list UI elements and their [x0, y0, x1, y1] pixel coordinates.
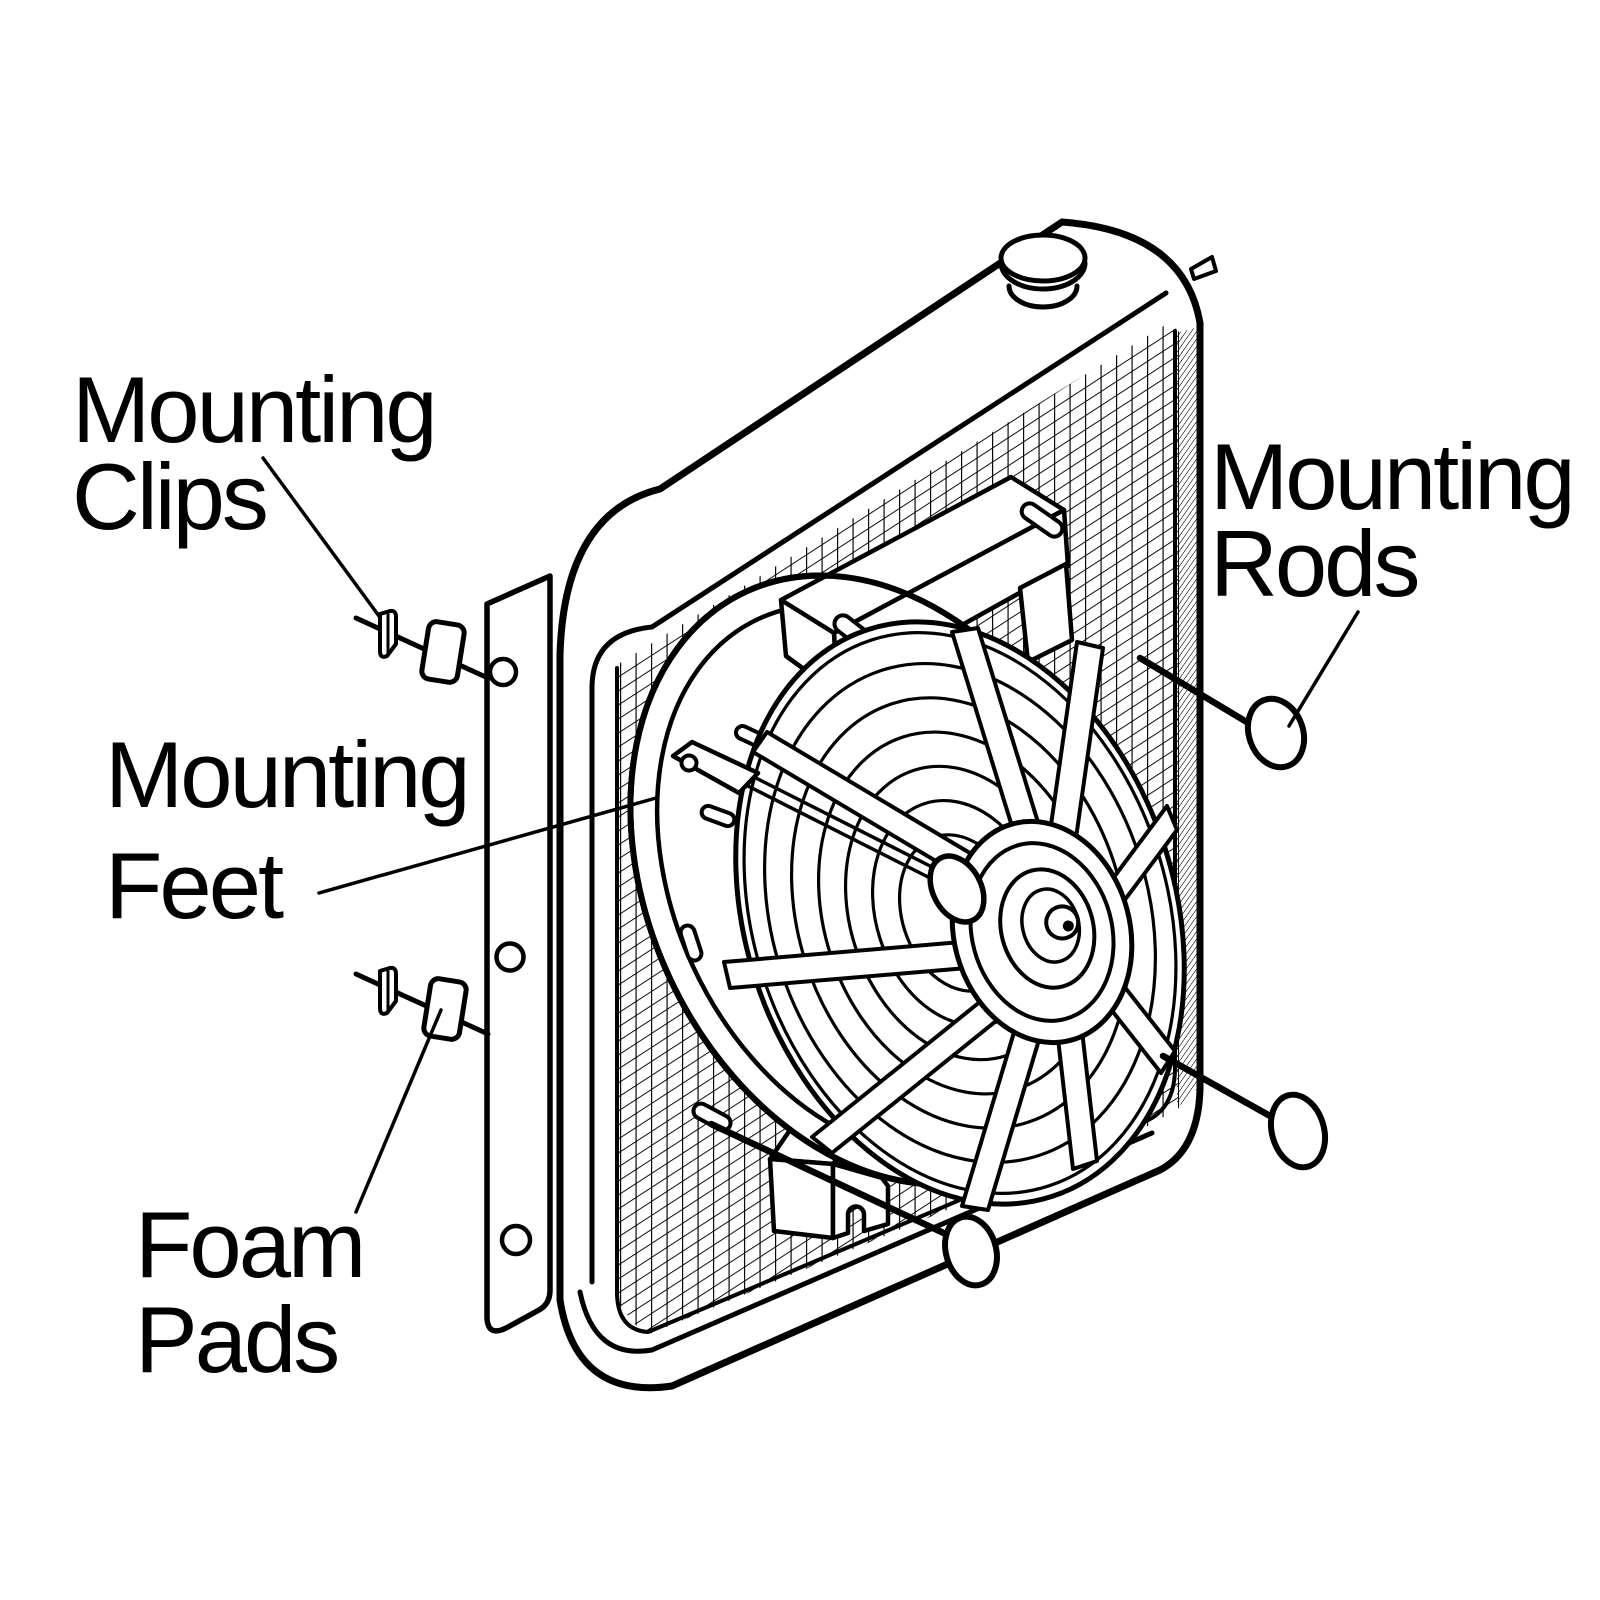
- rod-shaft-line-1: [744, 771, 938, 871]
- leader-foam-pads: [354, 1008, 443, 1214]
- bracket-hole-middle: [494, 941, 526, 973]
- foam-pad-upper: [419, 619, 467, 685]
- mounting-clip-lower: [378, 965, 398, 1016]
- mounting-clip-upper: [378, 608, 398, 659]
- radiator-inner-edge-top: [589, 290, 1169, 1285]
- tab-slot-right: [1019, 501, 1065, 539]
- foot-front-face: [767, 1156, 836, 1241]
- rod-bottom-end: [942, 1213, 1000, 1289]
- clip-pad-set-upper: [353, 608, 491, 685]
- rod-top-end: [1244, 695, 1308, 771]
- leader-mounting-rods: [1287, 610, 1360, 728]
- rod-middle-shaft: [1159, 1052, 1283, 1125]
- label-mounting-clips-line2: Clips: [72, 444, 266, 549]
- label-mounting-rods-line2: Rods: [1210, 511, 1417, 616]
- label-mounting-feet-line2: Feet: [105, 833, 284, 938]
- rod-shaft-line-2: [740, 781, 934, 881]
- rod-tip-hole: [679, 753, 699, 773]
- tab-right-post: [1017, 561, 1075, 665]
- rod-bottom-shaft: [707, 1120, 954, 1240]
- side-bracket: [484, 573, 553, 1334]
- leader-mounting-feet: [317, 796, 658, 895]
- radiator-inner-edge-bottom: [577, 1130, 1155, 1354]
- slot-4: [678, 923, 704, 963]
- bracket-hole-bottom: [499, 1223, 533, 1257]
- label-mounting-rods: Mounting Rods: [1210, 424, 1596, 616]
- label-foam-pads: Foam Pads: [135, 1192, 386, 1392]
- label-foam-pads-line1: Foam: [135, 1192, 363, 1297]
- rod-paddle-tip: [670, 739, 761, 796]
- rod-top-shaft: [1136, 654, 1259, 731]
- label-mounting-feet: Mounting Feet: [105, 722, 491, 938]
- rod-foot-disc: [927, 853, 987, 925]
- leader-mounting-clips: [261, 456, 381, 618]
- cap-neck: [1006, 283, 1080, 310]
- cap-top: [998, 232, 1088, 284]
- bracket-hole-top: [487, 656, 519, 688]
- hub-shaft-center: [1062, 920, 1074, 932]
- foot-notched-face: [830, 1161, 891, 1241]
- rod-middle-end: [1268, 1091, 1328, 1171]
- slot-3: [699, 803, 737, 829]
- fan-spokes: [722, 626, 1179, 1212]
- label-mounting-rods-line1: Mounting: [1210, 424, 1573, 529]
- label-foam-pads-line2: Pads: [135, 1287, 337, 1392]
- leader-lines: [261, 456, 1360, 1214]
- fan-hub: [949, 818, 1135, 1046]
- label-mounting-clips: Mounting Clips: [72, 357, 458, 549]
- label-mounting-clips-line1: Mounting: [72, 357, 435, 462]
- mounting-rod-loose: [670, 739, 987, 925]
- hub-ring: [968, 841, 1116, 1023]
- foam-pad-lower: [421, 976, 469, 1042]
- cap-rim: [998, 260, 1088, 292]
- label-mounting-feet-line1: Mounting: [105, 722, 468, 827]
- overflow-nipple: [1189, 255, 1218, 281]
- radiator-cap: [998, 232, 1088, 310]
- mounting-rods-installed: [707, 654, 1328, 1289]
